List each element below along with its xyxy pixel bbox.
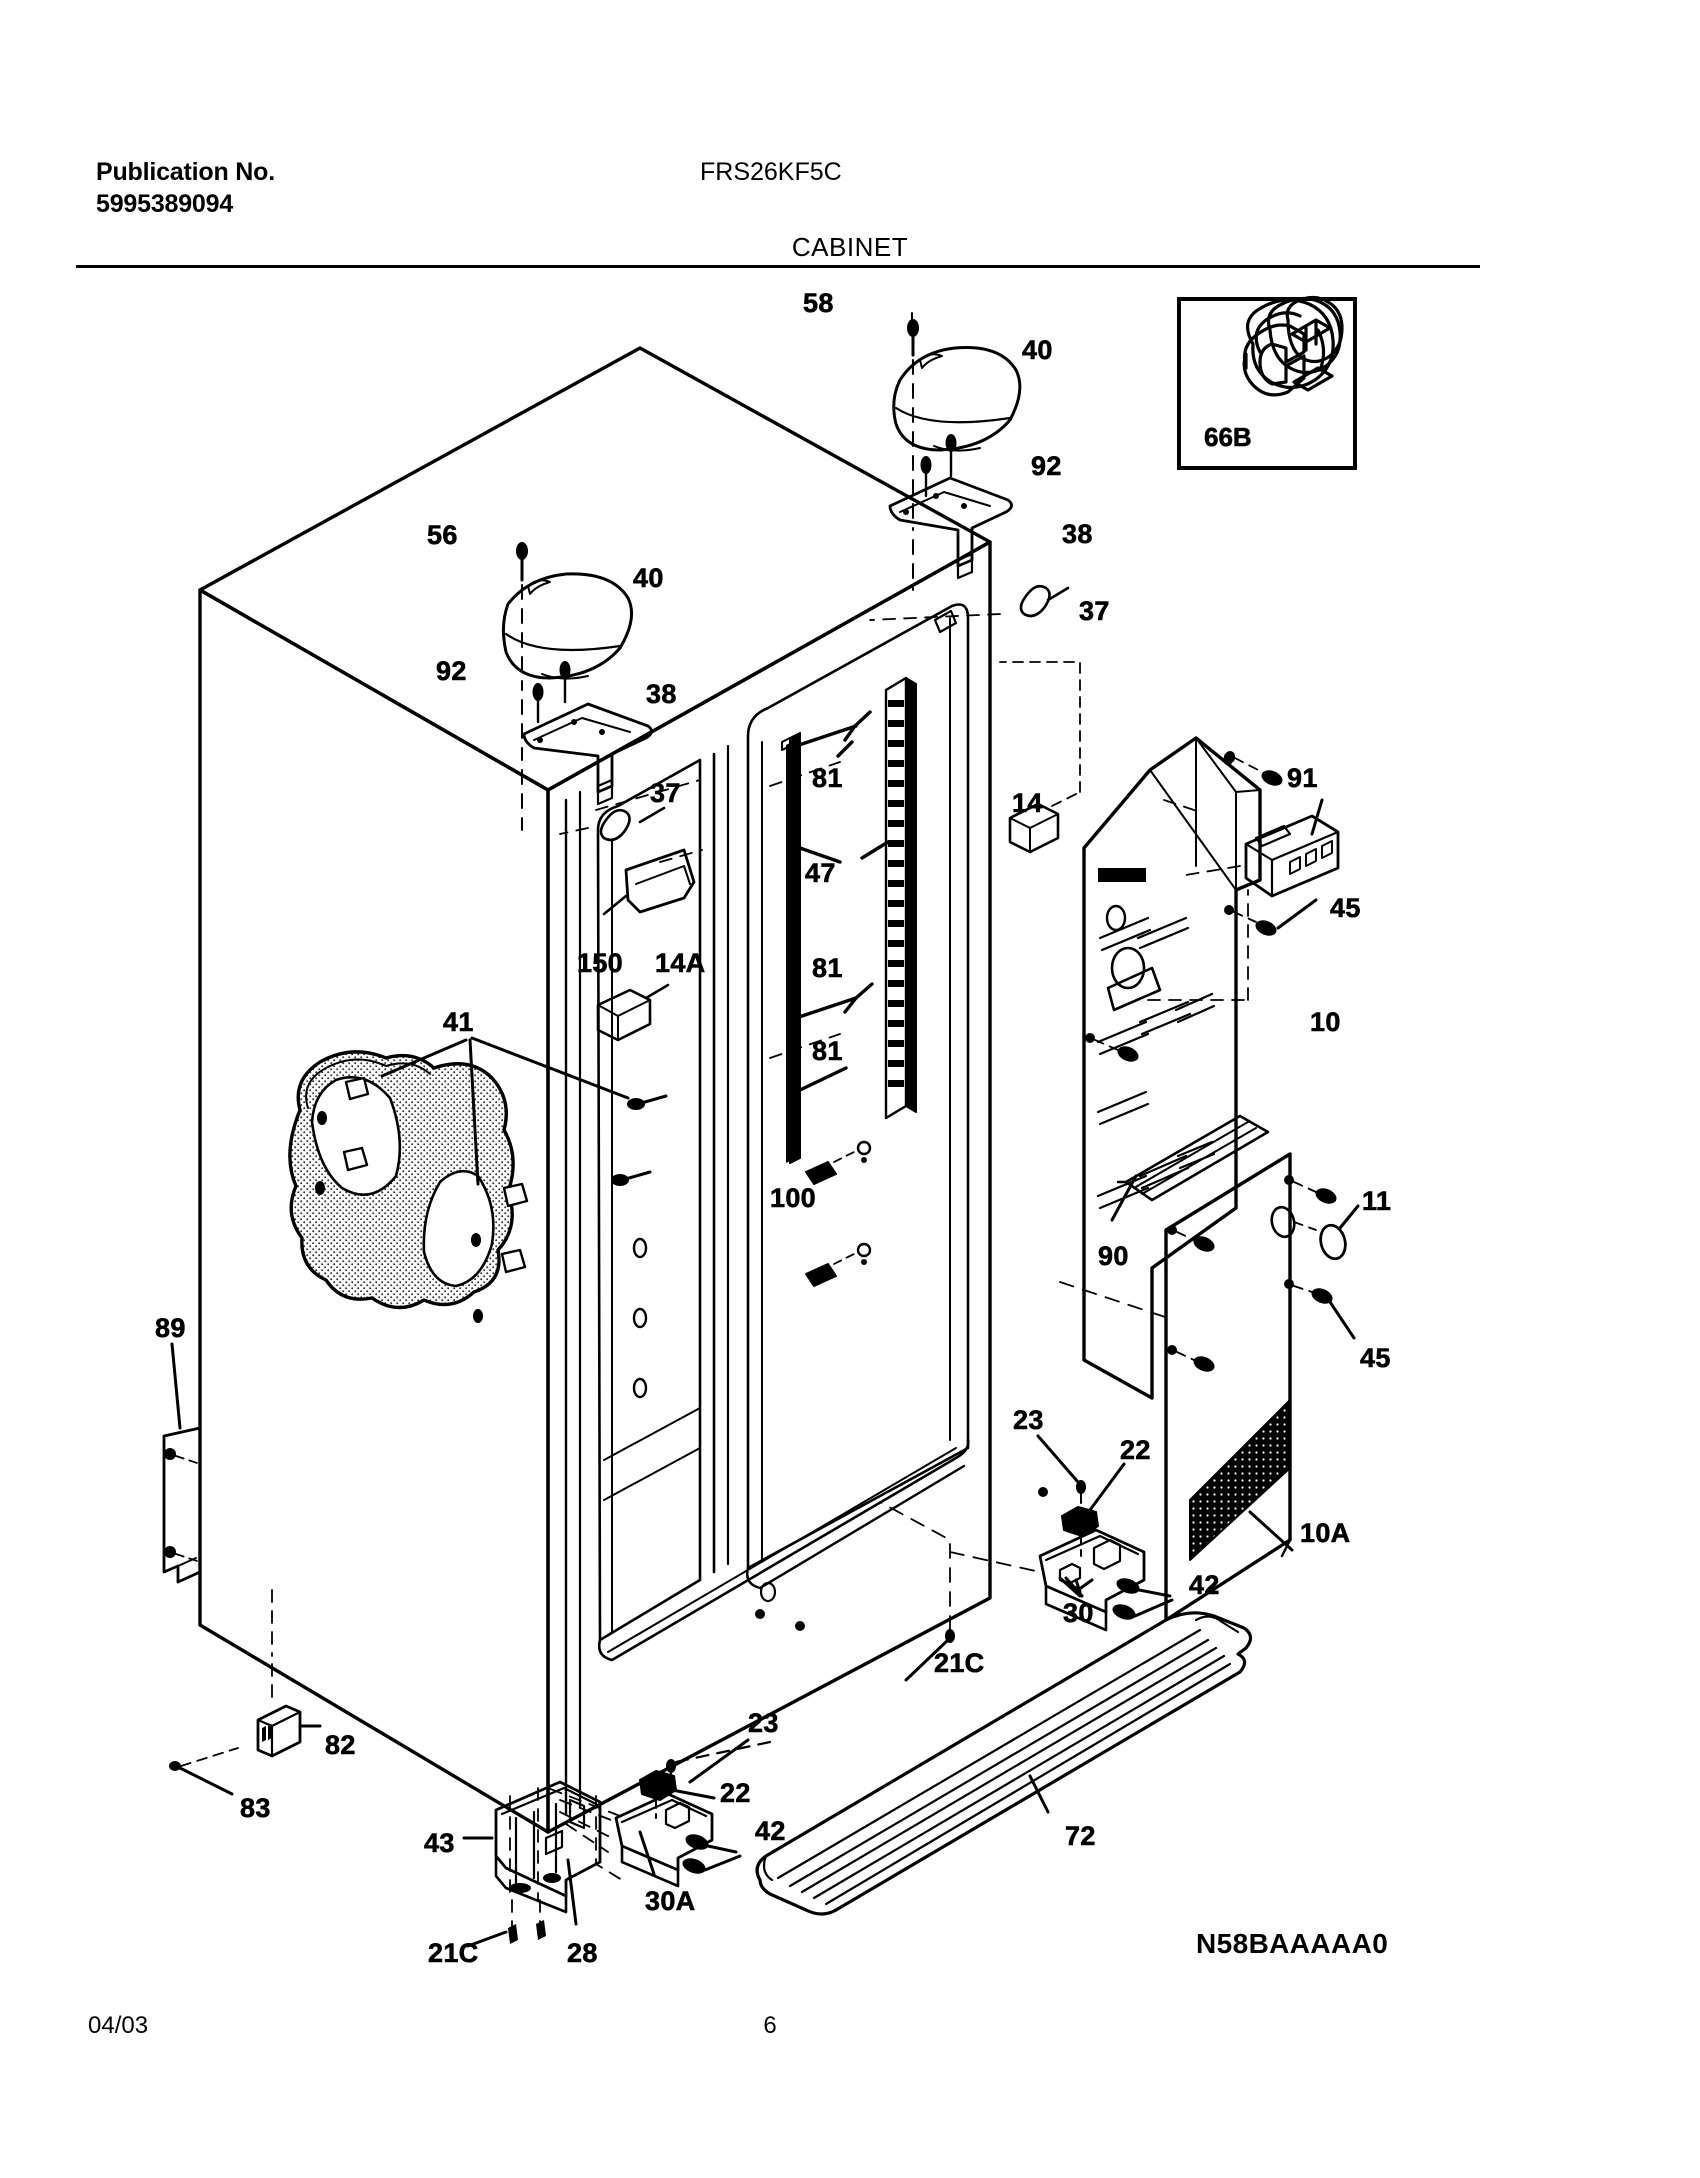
callout-28: 28	[567, 1938, 598, 1968]
callout-72: 72	[1065, 1821, 1096, 1851]
callout-21c-middle: 21C	[934, 1648, 985, 1678]
callout-81-middle: 81	[812, 953, 843, 983]
callout-58: 58	[803, 288, 834, 318]
callout-47: 47	[805, 858, 836, 888]
callout-83: 83	[240, 1793, 271, 1823]
callout-30: 30	[1063, 1598, 1094, 1628]
callout-56: 56	[427, 520, 458, 550]
drawing-number: N58BAAAAA0	[1196, 1928, 1389, 1959]
callout-10a: 10A	[1300, 1518, 1351, 1548]
callout-92-right: 92	[1031, 451, 1062, 481]
callout-38-left: 38	[646, 679, 677, 709]
callout-30a: 30A	[645, 1886, 696, 1916]
callout-92-left: 92	[436, 656, 467, 686]
callout-23-right: 23	[1013, 1405, 1044, 1435]
callout-41: 41	[443, 1007, 474, 1037]
footer-page-number: 6	[763, 2012, 777, 2039]
callout-82: 82	[325, 1730, 356, 1760]
callout-37-left: 37	[650, 778, 681, 808]
callout-150: 150	[577, 948, 623, 978]
callout-14: 14	[1012, 788, 1043, 818]
model-number: FRS26KF5C	[700, 158, 842, 186]
callout-91: 91	[1287, 763, 1318, 793]
callout-14a: 14A	[655, 948, 706, 978]
header-divider	[76, 265, 1480, 268]
callout-45-upper: 45	[1330, 893, 1361, 923]
callout-40-right: 40	[1022, 335, 1053, 365]
footer-date: 04/03	[88, 2012, 149, 2039]
publication-number: 5995389094	[96, 190, 234, 218]
publication-label: Publication No.	[96, 158, 275, 186]
callout-100: 100	[770, 1183, 816, 1213]
callout-23-left: 23	[748, 1708, 779, 1738]
callout-38-right: 38	[1062, 519, 1093, 549]
callout-89: 89	[155, 1313, 186, 1343]
callout-42-right: 42	[1189, 1570, 1220, 1600]
callout-43: 43	[424, 1828, 455, 1858]
callout-42-left: 42	[755, 1816, 786, 1846]
callout-90: 90	[1098, 1241, 1129, 1271]
callout-10: 10	[1310, 1007, 1341, 1037]
callout-22-right: 22	[1120, 1435, 1151, 1465]
callout-45-lower: 45	[1360, 1343, 1391, 1373]
callout-81-lower: 81	[812, 1036, 843, 1066]
callout-37-right: 37	[1079, 596, 1110, 626]
callout-40-left: 40	[633, 563, 664, 593]
callout-22-left: 22	[720, 1778, 751, 1808]
section-title: CABINET	[791, 232, 909, 262]
callout-81-upper: 81	[812, 763, 843, 793]
inset-callout-66b: 66B	[1204, 422, 1252, 453]
callout-11: 11	[1362, 1186, 1392, 1216]
callout-21c: 21C	[428, 1938, 479, 1968]
